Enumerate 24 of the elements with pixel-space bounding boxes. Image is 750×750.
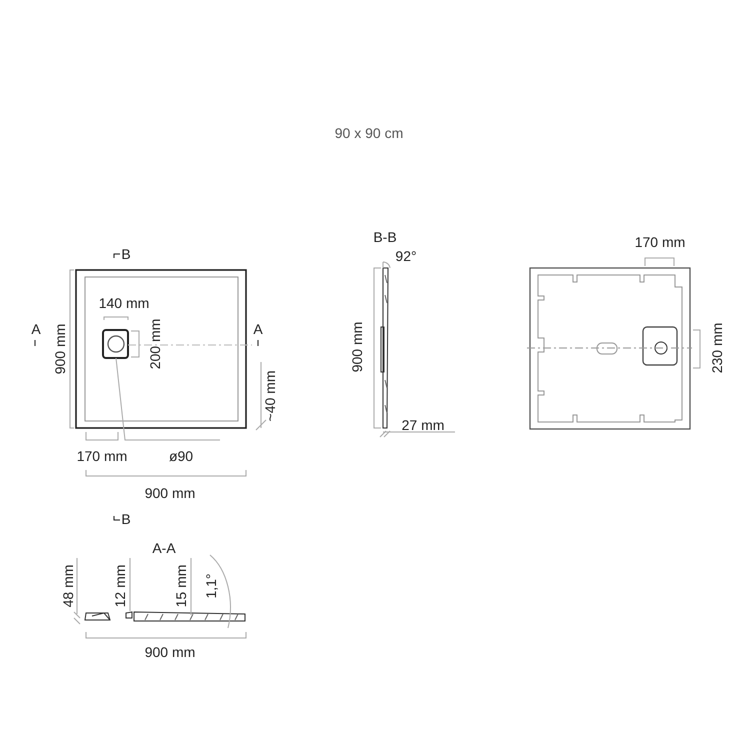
dimension-label: 170 mm bbox=[634, 234, 686, 250]
section-marker-letter: B bbox=[121, 246, 131, 262]
section-marker-letter: B bbox=[121, 511, 131, 527]
view-title: B-B bbox=[373, 229, 397, 245]
angle-label: 92° bbox=[395, 248, 417, 264]
angle-label: 1,1° bbox=[203, 573, 219, 599]
dimension-label: 230 mm bbox=[709, 322, 725, 374]
dimension-label: 48 mm bbox=[60, 564, 76, 608]
dimension-label: 900 mm bbox=[144, 644, 196, 660]
dimension-label: 900 mm bbox=[144, 485, 196, 501]
dimension-label: 27 mm bbox=[402, 417, 444, 433]
dimension-label: 140 mm bbox=[98, 295, 150, 311]
dimension-label: ~40 mm bbox=[262, 370, 278, 422]
dimension-label: 900 mm bbox=[52, 324, 68, 374]
section-marker-letter: A bbox=[31, 321, 41, 337]
dimension-label: 900 mm bbox=[349, 322, 365, 372]
section-marker-letter: A bbox=[253, 321, 263, 337]
dimension-label: 12 mm bbox=[112, 564, 128, 608]
dimension-label: 15 mm bbox=[173, 564, 189, 608]
dimension-label: ø90 bbox=[168, 448, 194, 464]
view-title: A-A bbox=[152, 540, 176, 556]
dimension-label: 170 mm bbox=[76, 448, 128, 464]
dimension-label: 200 mm bbox=[147, 318, 163, 370]
drawing-title: 90 x 90 cm bbox=[334, 125, 404, 141]
